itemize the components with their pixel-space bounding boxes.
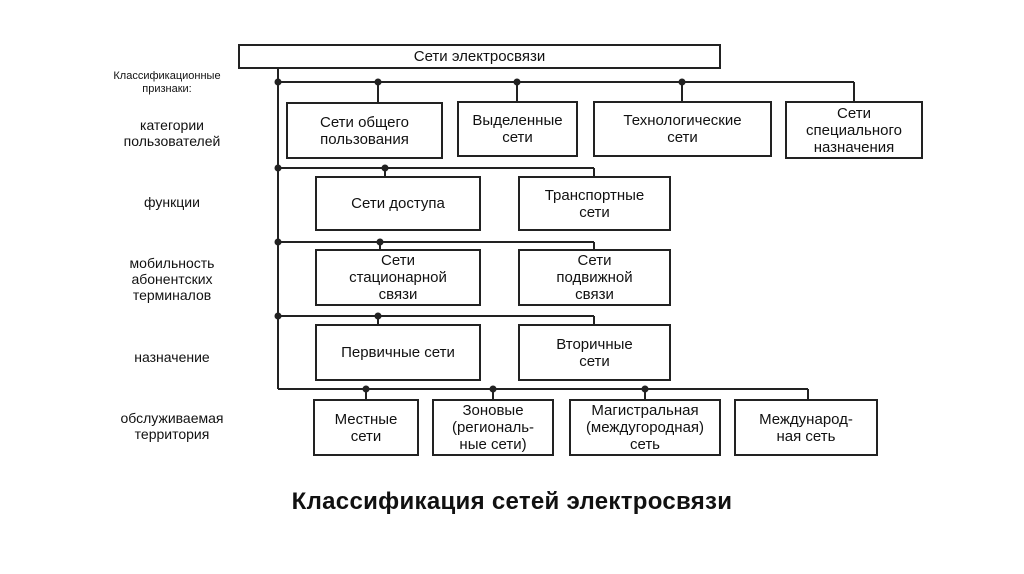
node-technological-networks: Технологические сети (593, 101, 772, 157)
node-mobile-networks: Сети подвижной связи (518, 249, 671, 306)
node-dedicated-networks: Выделенные сети (457, 101, 578, 157)
node-secondary-networks: Вторичные сети (518, 324, 671, 381)
node-trunk-network: Магистральная (междугородная) сеть (569, 399, 721, 456)
node-public-networks: Сети общего пользования (286, 102, 443, 159)
node-local-networks: Местные сети (313, 399, 419, 456)
criterion-label-users: категории пользователей (123, 117, 221, 149)
node-access-networks: Сети доступа (315, 176, 481, 231)
node-international-network: Международ- ная сеть (734, 399, 878, 456)
node-primary-networks: Первичные сети (315, 324, 481, 381)
criterion-label-functions: функции (144, 194, 200, 210)
node-zonal-networks: Зоновые (региональ- ные сети) (432, 399, 554, 456)
criterion-label-purpose: назначение (134, 349, 210, 365)
node-transport-networks: Транспортные сети (518, 176, 671, 231)
criterion-label-territory: обслуживаемая территория (120, 410, 224, 442)
classification-header: Классификационные признаки: (113, 70, 221, 95)
node-fixed-networks: Сети стационарной связи (315, 249, 481, 306)
criterion-label-mobility: мобильность абонентских терминалов (129, 255, 215, 303)
root-node: Сети электросвязи (238, 44, 721, 69)
node-special-networks: Сети специального назначения (785, 101, 923, 159)
diagram-caption: Классификация сетей электросвязи (291, 488, 733, 515)
